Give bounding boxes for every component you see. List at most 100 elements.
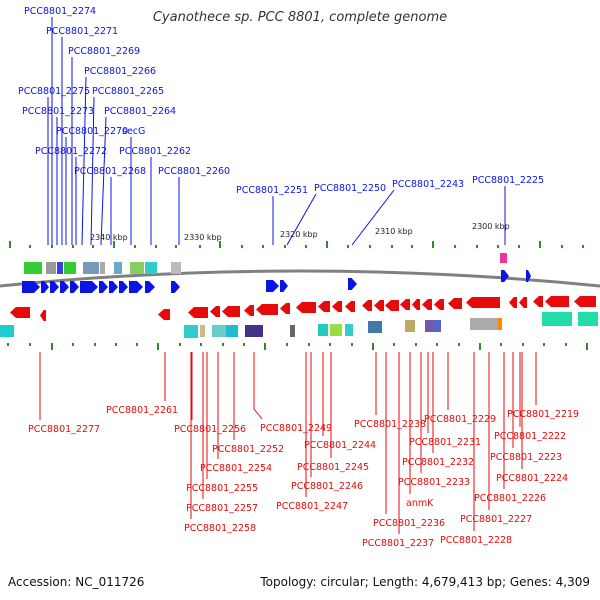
reverse-gene-arrow <box>466 297 500 308</box>
forward-gene-arrow <box>266 280 279 292</box>
feature-box <box>498 318 502 330</box>
feature-box <box>470 318 498 330</box>
label-leader-line <box>100 116 107 246</box>
forward-gene-arrow <box>280 280 288 292</box>
label-leader-line <box>253 352 263 420</box>
feature-box <box>290 325 295 337</box>
reverse-gene-label: PCC8801_2233 <box>398 477 470 488</box>
forward-gene-label: PCC8801_2268 <box>74 166 146 177</box>
feature-box <box>130 262 144 274</box>
reverse-gene-arrow <box>244 305 254 316</box>
forward-gene-label: PCC8801_2269 <box>68 46 140 57</box>
reverse-gene-arrow <box>10 307 30 318</box>
forward-gene-arrow <box>70 281 79 293</box>
reverse-gene-arrow <box>280 303 290 314</box>
forward-gene-label: PCC8801_2274 <box>24 6 96 17</box>
scale-tick-label: 2320 kbp <box>280 230 318 239</box>
reverse-gene-label: PCC8801_2226 <box>474 493 546 504</box>
forward-gene-arrow <box>22 281 40 293</box>
reverse-gene-label: PCC8801_2224 <box>496 473 568 484</box>
genome-backbone <box>0 269 600 288</box>
reverse-gene-arrow <box>256 304 278 315</box>
feature-box <box>46 262 56 274</box>
reverse-gene-label: PCC8801_2222 <box>494 431 566 442</box>
reverse-gene-arrow <box>422 299 432 310</box>
reverse-gene-arrow <box>332 301 342 312</box>
feature-box <box>245 325 263 337</box>
forward-gene-label: PCC8801_2265 <box>92 86 164 97</box>
feature-box <box>184 325 198 338</box>
reverse-gene-label: PCC8801_2277 <box>28 424 100 435</box>
forward-gene-arrow <box>348 278 357 290</box>
reverse-gene-label: PCC8801_2237 <box>362 538 434 549</box>
feature-box <box>368 321 382 333</box>
reverse-gene-label: PCC8801_2238 <box>354 419 426 430</box>
reverse-gene-label: PCC8801_2249 <box>260 423 332 434</box>
forward-gene-label: PCC8801_2225 <box>472 175 544 186</box>
forward-gene-arrow <box>41 281 49 293</box>
scale-tick-label: 2340 kbp <box>90 233 128 242</box>
forward-gene-label: PCC8801_2243 <box>392 179 464 190</box>
reverse-gene-label: PCC8801_2219 <box>507 409 579 420</box>
scale-tick-label: 2300 kbp <box>472 222 510 231</box>
reverse-gene-arrow <box>519 297 527 308</box>
feature-box <box>578 312 598 326</box>
reverse-gene-arrow <box>545 296 569 307</box>
forward-gene-label: secG <box>122 126 145 137</box>
forward-gene-label: PCC8801_2266 <box>84 66 156 77</box>
forward-gene-arrow <box>50 281 59 293</box>
reverse-gene-label: PCC8801_2261 <box>106 405 178 416</box>
feature-box <box>171 262 181 274</box>
topology-text: Topology: circular; Length: 4,679,413 bp… <box>260 575 590 589</box>
reverse-gene-arrow <box>374 300 384 311</box>
feature-box <box>318 324 328 336</box>
reverse-gene-arrow <box>400 299 410 310</box>
forward-gene-arrow <box>119 281 128 293</box>
reverse-gene-label: PCC8801_2256 <box>174 424 246 435</box>
forward-gene-label: PCC8801_2262 <box>119 146 191 157</box>
forward-gene-label: PCC8801_2275 <box>18 86 90 97</box>
feature-box <box>145 262 157 274</box>
reverse-gene-label: anmK <box>406 498 434 509</box>
feature-box <box>425 320 433 332</box>
scale-tick-label: 2310 kbp <box>375 227 413 236</box>
accession-text: Accession: NC_011726 <box>8 575 145 589</box>
reverse-gene-arrow <box>210 306 220 317</box>
reverse-gene-arrow <box>318 301 330 312</box>
reverse-gene-arrow <box>296 302 316 313</box>
forward-gene-label: PCC8801_2273 <box>22 106 94 117</box>
reverse-gene-arrow <box>509 297 517 308</box>
feature-box <box>100 262 105 274</box>
feature-box <box>500 253 507 263</box>
forward-gene-label: PCC8801_2251 <box>236 185 308 196</box>
forward-gene-label: PCC8801_2270 <box>56 126 128 137</box>
forward-gene-label: PCC8801_2272 <box>35 146 107 157</box>
forward-gene-arrow <box>171 281 180 293</box>
forward-gene-arrow <box>99 281 108 293</box>
reverse-gene-label: PCC8801_2252 <box>212 444 284 455</box>
reverse-gene-label: PCC8801_2229 <box>424 414 496 425</box>
forward-gene-arrow <box>109 281 118 293</box>
reverse-gene-label: PCC8801_2232 <box>402 457 474 468</box>
reverse-gene-label: PCC8801_2254 <box>200 463 272 474</box>
forward-gene-arrow <box>526 270 531 282</box>
forward-gene-arrow <box>129 281 143 293</box>
reverse-gene-arrow <box>448 298 462 309</box>
reverse-gene-label: PCC8801_2257 <box>186 503 258 514</box>
feature-box <box>114 262 122 274</box>
reverse-gene-label: PCC8801_2236 <box>373 518 445 529</box>
reverse-gene-arrow <box>40 310 46 321</box>
feature-box <box>212 325 226 337</box>
forward-gene-label: PCC8801_2260 <box>158 166 230 177</box>
forward-gene-label: PCC8801_2250 <box>314 183 386 194</box>
label-leader-line <box>90 96 95 246</box>
reverse-gene-label: PCC8801_2227 <box>460 514 532 525</box>
reverse-gene-arrow <box>533 296 543 307</box>
reverse-gene-label: PCC8801_2246 <box>291 481 363 492</box>
feature-box <box>0 325 14 337</box>
forward-gene-label: PCC8801_2271 <box>46 26 118 37</box>
reverse-gene-arrow <box>385 300 399 311</box>
feature-box <box>226 325 238 337</box>
reverse-gene-arrow <box>362 300 372 311</box>
